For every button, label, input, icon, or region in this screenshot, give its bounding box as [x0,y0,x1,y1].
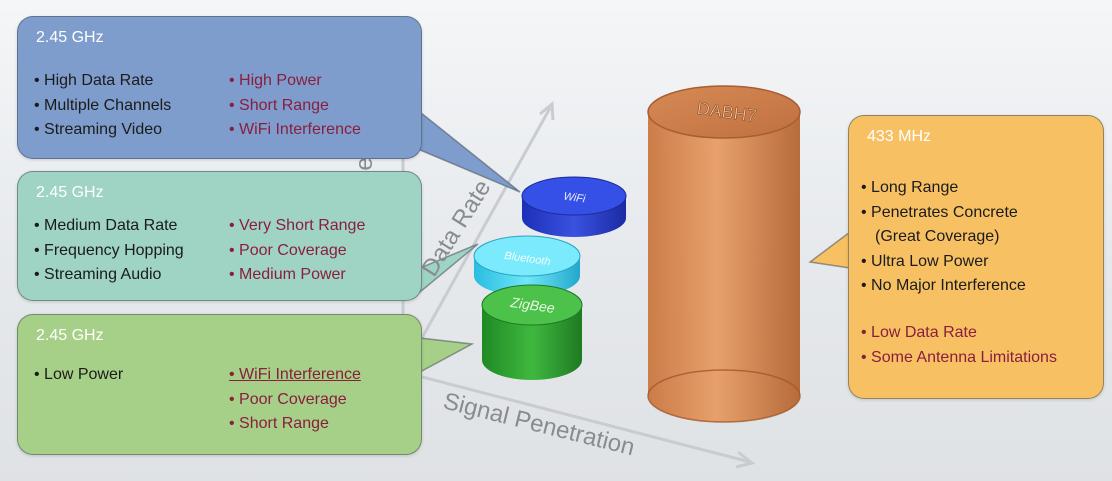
dabh7-cylinder [647,85,801,423]
zigbee-callout: 2.45 GHz Low Power WiFi Interference Poo… [17,314,422,455]
list-item: Streaming Audio [34,263,184,288]
list-item: Long Range [861,176,1026,201]
wifi-cons-list: High Power Short Range WiFi Interference [229,69,361,143]
bluetooth-frequency: 2.45 GHz [36,184,104,201]
dabh7-callout-tail [808,230,851,269]
wifi-frequency: 2.45 GHz [36,29,104,46]
list-item: Streaming Video [34,118,171,143]
bluetooth-pros-list: Medium Data Rate Frequency Hopping Strea… [34,214,184,288]
dabh7-frequency: 433 MHz [867,128,932,145]
list-item: Short Range [229,412,361,437]
zigbee-cons-list: WiFi Interference Poor Coverage Short Ra… [229,363,361,437]
list-item: WiFi Interference [229,363,361,388]
zigbee-cylinder [481,284,583,380]
list-item: High Power [229,69,361,94]
data-rate-arrowhead [539,100,555,121]
dabh7-callout: 433 MHz Long Range Penetrates Concrete (… [848,115,1104,399]
wifi-callout: 2.45 GHz High Data Rate Multiple Channel… [17,16,422,159]
signal-penetration-axis [402,370,751,464]
list-item: WiFi Interference [229,118,361,143]
list-item: Medium Data Rate [34,214,184,239]
list-item-continuation: (Great Coverage) [875,228,1000,245]
bluetooth-cons-list: Very Short Range Poor Coverage Medium Po… [229,214,365,288]
list-item: Frequency Hopping [34,239,184,264]
list-item: High Data Rate [34,69,171,94]
wifi-pros-list: High Data Rate Multiple Channels Streami… [34,69,171,143]
dabh7-pros-list: Long Range Penetrates Concrete (Great Co… [861,176,1026,299]
zigbee-callout-tail [419,337,475,374]
zigbee-pros-list: Low Power [34,363,123,388]
list-item: Low Data Rate [861,321,1057,346]
bluetooth-callout: 2.45 GHz Medium Data Rate Frequency Hopp… [17,171,422,301]
zigbee-frequency: 2.45 GHz [36,327,104,344]
signal-penetration-arrowhead [735,450,756,469]
data-rate-axis [401,107,552,373]
list-item: Medium Power [229,263,365,288]
wifi-cylinder [521,176,627,237]
zigbee-cylinder-label: ZigBee [509,294,556,316]
list-item: No Major Interference [861,274,1026,299]
bluetooth-cylinder [473,235,581,296]
list-item: Penetrates Concrete [861,201,1026,226]
list-item: Some Antenna Limitations [861,346,1057,371]
list-item: Ultra Low Power [861,250,1026,275]
list-item: Low Power [34,363,123,388]
dabh7-cons-list: Low Data Rate Some Antenna Limitations [861,321,1057,370]
list-item: Poor Coverage [229,239,365,264]
list-item: Very Short Range [229,214,365,239]
list-item: Short Range [229,94,361,119]
list-item: Poor Coverage [229,388,361,413]
list-item: Multiple Channels [34,94,171,119]
wifi-cylinder-label: WiFi [563,191,587,206]
